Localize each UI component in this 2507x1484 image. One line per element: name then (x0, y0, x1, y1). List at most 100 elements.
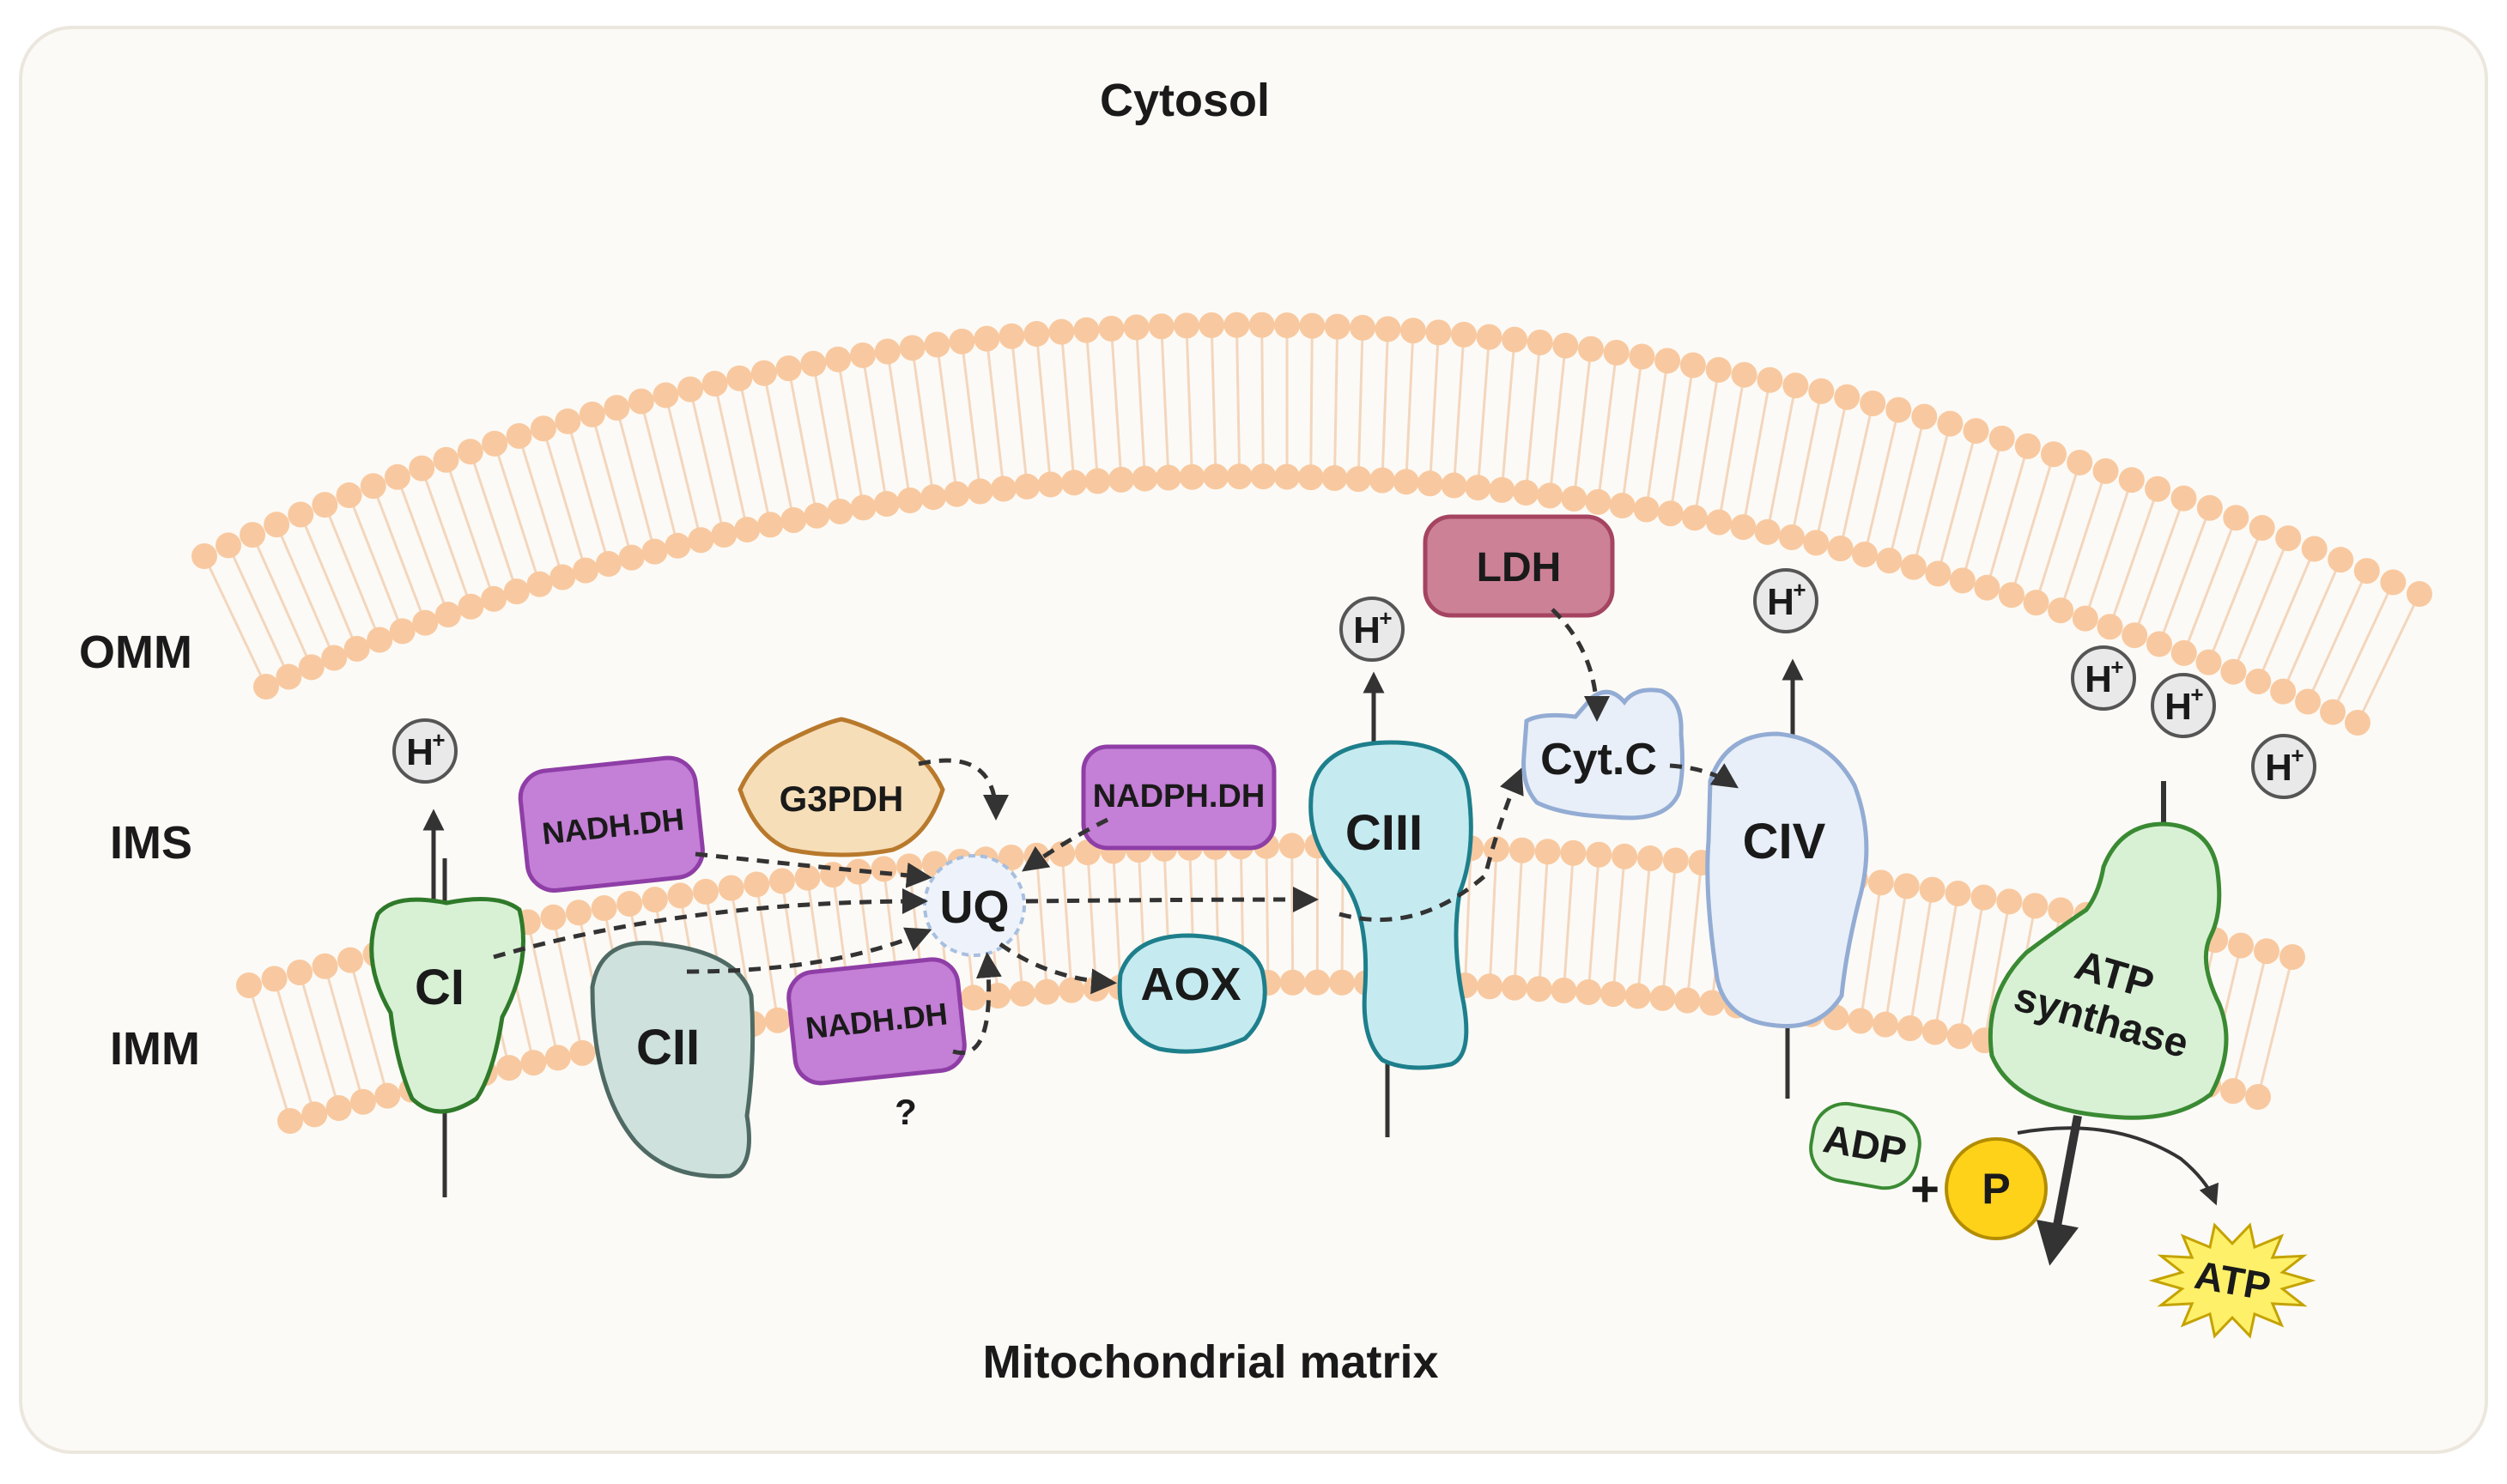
matrix-label: Mitochondrial matrix (982, 1336, 1438, 1388)
omm-lipid-head (1911, 403, 1937, 429)
omm-lipid-head (1073, 318, 1099, 343)
omm-lipid-head (321, 645, 347, 670)
omm-lipid-head (2275, 525, 2301, 551)
omm-lipid-head (507, 423, 532, 449)
imm-lipid-head (569, 1040, 595, 1066)
imm-lipid-head (326, 1095, 352, 1121)
imm-label: IMM (110, 1023, 200, 1075)
omm-lipid-head (1834, 385, 1860, 410)
omm-lipid-head (549, 564, 575, 590)
phosphate: P (1946, 1139, 2046, 1239)
nadph-dehydrogenase: NADPH.DH (1084, 747, 1274, 848)
imm-lipid-head (1947, 1023, 1973, 1049)
omm-lipid-head (900, 335, 926, 360)
nadh-dehydrogenase-bottom: NADH.DH (786, 957, 968, 1086)
omm-lipid-head (2073, 606, 2098, 632)
omm-lipid-head (974, 326, 999, 352)
omm-lipid-head (2197, 495, 2223, 521)
omm-lipid-head (665, 533, 690, 559)
omm-lipid-head (776, 355, 802, 381)
imm-lipid-head (2228, 933, 2254, 959)
omm-lipid-head (642, 539, 668, 565)
imm-lipid-head (287, 960, 313, 985)
omm-lipid-head (299, 654, 325, 680)
proton-icon: H+ (394, 720, 456, 782)
omm-lipid-head (1732, 362, 1757, 388)
omm-lipid-head (924, 331, 950, 357)
omm-lipid-head (1223, 312, 1249, 338)
proton-icon: H+ (1755, 570, 1817, 632)
proton-icon: H+ (2253, 736, 2315, 797)
omm-lipid-head (596, 551, 622, 577)
omm-lipid-head (827, 499, 853, 524)
omm-lipid-head (1706, 510, 1732, 536)
imm-lipid-head (1897, 1015, 1923, 1041)
omm-lipid-head (2407, 581, 2432, 607)
ldh-label: LDH (1477, 545, 1562, 591)
imm-lipid-head (1477, 973, 1502, 999)
omm-lipid-head (1974, 575, 2000, 601)
omm-lipid-head (1629, 343, 1654, 369)
imm-lipid-head (1612, 844, 1637, 869)
omm-lipid-head (2380, 569, 2406, 595)
omm-lipid-head (1325, 314, 1351, 340)
omm-label: OMM (79, 627, 192, 678)
omm-lipid-head (1585, 489, 1611, 515)
imm-lipid-head (1586, 842, 1612, 868)
omm-lipid-head (1108, 467, 1134, 493)
imm-lipid-head (374, 1083, 400, 1109)
omm-lipid-head (1885, 397, 1911, 423)
imm-lipid-head (1279, 833, 1305, 858)
proton-charge: + (1793, 577, 1806, 603)
proton-icon: H+ (2073, 647, 2134, 709)
omm-lipid-head (1180, 464, 1205, 490)
imm-lipid-head (1970, 885, 1996, 911)
omm-lipid-head (1757, 367, 1782, 393)
imm-lipid-head (693, 879, 719, 905)
omm-lipid-head (780, 507, 806, 533)
imm-lipid-head (545, 1045, 571, 1070)
omm-lipid-head (2146, 631, 2172, 657)
complex-iii-label: CIII (1345, 805, 1423, 861)
omm-lipid-head (573, 558, 598, 584)
imm-lipid-head (1920, 877, 1946, 903)
imm-lipid-head (1600, 981, 1626, 1007)
omm-lipid-head (2122, 622, 2147, 648)
omm-lipid-head (2196, 650, 2222, 675)
omm-lipid-head (1561, 486, 1587, 512)
omm-lipid-head (874, 491, 900, 517)
cytosol-label: Cytosol (1100, 75, 1270, 126)
omm-lipid-head (1274, 464, 1300, 490)
imm-lipid-head (2245, 1084, 2271, 1110)
omm-lipid-head (2249, 515, 2275, 541)
omm-lipid-head (1634, 497, 1660, 523)
imm-lipid-head (1996, 888, 2022, 914)
imm-lipid-head (1946, 881, 1971, 906)
imm-lipid-head (795, 865, 821, 891)
imm-lipid-head (520, 1050, 546, 1075)
nadph-dh-label: NADPH.DH (1093, 778, 1266, 815)
imm-lipid-head (1625, 983, 1651, 1009)
omm-lipid-head (1477, 324, 1502, 350)
omm-lipid-head (215, 532, 241, 558)
proton-charge: + (2190, 681, 2203, 707)
imm-lipid-head (642, 887, 668, 912)
omm-lipid-head (361, 473, 386, 499)
omm-lipid-head (527, 572, 553, 597)
omm-lipid-head (1527, 330, 1553, 355)
ubiquinone: UQ (925, 856, 1024, 955)
omm-lipid-head (240, 522, 265, 548)
omm-lipid-head (1417, 470, 1443, 496)
omm-lipid-head (1609, 493, 1635, 518)
omm-lipid-head (726, 366, 752, 391)
omm-lipid-head (1299, 313, 1325, 339)
imm-lipid-head (1637, 845, 1663, 871)
proton-label: H (1353, 609, 1381, 651)
imm-lipid-head (1280, 970, 1306, 996)
omm-lipid-head (1425, 319, 1451, 345)
omm-lipid-head (1489, 477, 1515, 503)
imm-lipid-head (2254, 938, 2279, 964)
omm-lipid-head (1578, 336, 1604, 362)
omm-lipid-head (653, 382, 678, 408)
omm-lipid-head (1375, 316, 1401, 342)
